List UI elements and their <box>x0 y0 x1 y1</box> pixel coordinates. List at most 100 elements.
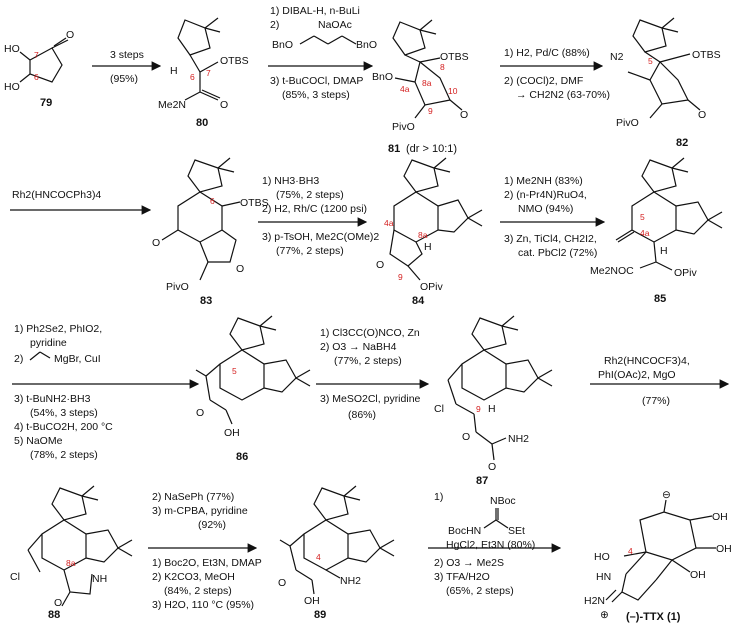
conditions-step-10-5: 2) K2CO3, MeOH <box>152 571 235 583</box>
locant-8: 8 <box>440 62 445 72</box>
locant-4: 4 <box>628 546 633 556</box>
conditions-step-11-4: 3) TFA/H2O <box>434 571 490 583</box>
conditions-step-8-2: 2) O3 → NaBH4 <box>320 341 397 353</box>
cl-label: Cl <box>434 403 444 415</box>
hn-label: HN <box>596 571 611 583</box>
conditions-step-5-3: 2) H2, Rh/C (1200 psi) <box>262 203 367 215</box>
conditions-step-7-7: 5) NaOMe <box>14 435 63 447</box>
conditions-step-7-5: (54%, 3 steps) <box>30 407 98 419</box>
conditions-step-8-1: 1) Cl3CC(O)NCO, Zn <box>320 327 420 339</box>
yield-step-1: (95%) <box>110 73 138 85</box>
structure-84: O H OPiv 4a 8a 9 84 <box>376 157 483 307</box>
me2n-label: Me2N <box>158 99 186 111</box>
conditions-step-6-3: NMO (94%) <box>518 203 573 215</box>
conditions-step-2-4: (85%, 3 steps) <box>282 89 350 101</box>
conditions-step-3-3: → CH2N2 (63-70%) <box>516 89 610 101</box>
conditions-step-7-4: 3) t-BuNH2·BH3 <box>14 393 91 405</box>
nh-label: NH <box>92 573 107 585</box>
oh-label: OH <box>690 569 706 581</box>
structure-86: O OH 5 86 <box>195 315 311 463</box>
locant-7: 7 <box>34 50 39 60</box>
o-label: O <box>278 577 286 589</box>
otbs-label: OTBS <box>240 197 269 209</box>
conditions-step-7-3b: MgBr, CuI <box>54 353 101 365</box>
conditions-step-5-4: 3) p-TsOH, Me2C(OMe)2 <box>262 231 379 243</box>
conditions-step-3-1: 1) H2, Pd/C (88%) <box>504 47 590 59</box>
compound-label-81: 81 <box>388 143 400 155</box>
conditions-step-7-6: 4) t-BuCO2H, 200 °C <box>14 421 113 433</box>
o-label: O <box>54 597 62 609</box>
locant-4a: 4a <box>640 228 650 238</box>
o-label: O <box>196 407 204 419</box>
compound-label-88: 88 <box>48 609 60 621</box>
opiv-label: OPiv <box>674 267 698 279</box>
cl-label: Cl <box>10 571 20 583</box>
h-label: H <box>424 241 432 253</box>
me2noc-label: Me2NOC <box>590 265 634 277</box>
structure-79: HO HO 7 6 O 79 <box>4 29 74 109</box>
locant-8a: 8a <box>422 78 432 88</box>
conditions-step-6-2: 2) (n-Pr4N)RuO4, <box>504 189 587 201</box>
nh2-label: NH2 <box>340 575 361 587</box>
compound-label-79: 79 <box>40 97 52 109</box>
bno-label: BnO <box>272 39 293 51</box>
conditions-step-2-3: 3) t-BuCOCl, DMAP <box>270 75 363 87</box>
locant-9: 9 <box>398 272 403 282</box>
conditions-step-10-3: (92%) <box>198 519 226 531</box>
o-label: O <box>236 263 244 275</box>
structure-87: Cl H O NH2 O 9 87 <box>434 315 553 487</box>
conditions-step-9-3: (77%) <box>642 395 670 407</box>
nh2-label: NH2 <box>508 433 529 445</box>
o-minus-label: ⊖ <box>662 489 671 501</box>
structure-88: Cl NH O 8a 88 <box>10 485 133 621</box>
o-label: O <box>66 29 74 41</box>
structure-80: H OTBS Me2N O 6 7 80 <box>158 17 249 129</box>
locant-5: 5 <box>648 56 653 66</box>
locant-9: 9 <box>428 106 433 116</box>
compound-note-81: (dr > 10:1) <box>406 143 457 155</box>
h-label: H <box>488 403 496 415</box>
conditions-step-11-3: 2) O3 → Me2S <box>434 557 504 569</box>
conditions-step-9-1: Rh2(HNCOCF3)4, <box>604 355 690 367</box>
n-plus-label: ⊕ <box>600 609 609 621</box>
pivo-label: PivO <box>392 121 415 133</box>
pivo-label: PivO <box>616 117 639 129</box>
ho-label: HO <box>4 43 20 55</box>
o-label: O <box>220 99 228 111</box>
conditions-step-8-4: 3) MeSO2Cl, pyridine <box>320 393 421 405</box>
nboc-label: NBoc <box>490 495 516 507</box>
compound-label-83: 83 <box>200 295 212 307</box>
guanidinylation-reagent: NBoc BocHN SEt <box>448 495 525 537</box>
locant-7: 7 <box>206 68 211 78</box>
conditions-step-6-5: cat. PbCl2 (72%) <box>518 247 597 259</box>
structure-81: OTBS BnO PivO O 4a 8a 8 9 10 81 (dr > 10… <box>372 19 469 155</box>
conditions-step-7-1: 1) Ph2Se2, PhIO2, <box>14 323 102 335</box>
conditions-step-11-1: 1) <box>434 491 443 503</box>
conditions-step-10-1: 2) NaSePh (77%) <box>152 491 234 503</box>
set-label: SEt <box>508 525 525 537</box>
otbs-label: OTBS <box>440 51 469 63</box>
locant-6: 6 <box>34 72 39 82</box>
o-label: O <box>152 237 160 249</box>
otbs-label: OTBS <box>692 49 721 61</box>
structure-tetrodotoxin: ⊖ OH OH OH HO HN H2N ⊕ 4 (–)-TTX (1) <box>584 489 732 623</box>
oh-label: OH <box>304 595 320 607</box>
obn-label: BnO <box>356 39 377 51</box>
compound-label-ttx: (–)-TTX (1) <box>626 611 681 623</box>
h2n-label: H2N <box>584 595 605 607</box>
conditions-step-5-5: (77%, 2 steps) <box>276 245 344 257</box>
conditions-step-2-2b: NaOAc <box>318 19 352 31</box>
conditions-step-10-2: 3) m-CPBA, pyridine <box>152 505 248 517</box>
conditions-step-5-1: 1) NH3·BH3 <box>262 175 319 187</box>
locant-4: 4 <box>316 552 321 562</box>
conditions-step-7-3: 2) <box>14 353 23 365</box>
pivo-label: PivO <box>166 281 189 293</box>
opiv-label: OPiv <box>420 281 444 293</box>
compound-label-86: 86 <box>236 451 248 463</box>
conditions-step-7-8: (78%, 2 steps) <box>30 449 98 461</box>
conditions-step-8-5: (86%) <box>348 409 376 421</box>
compound-label-87: 87 <box>476 475 488 487</box>
conditions-step-9-2: PhI(OAc)2, MgO <box>598 369 676 381</box>
o-label: O <box>460 109 468 121</box>
conditions-step-4: Rh2(HNCOCPh3)4 <box>12 189 101 201</box>
